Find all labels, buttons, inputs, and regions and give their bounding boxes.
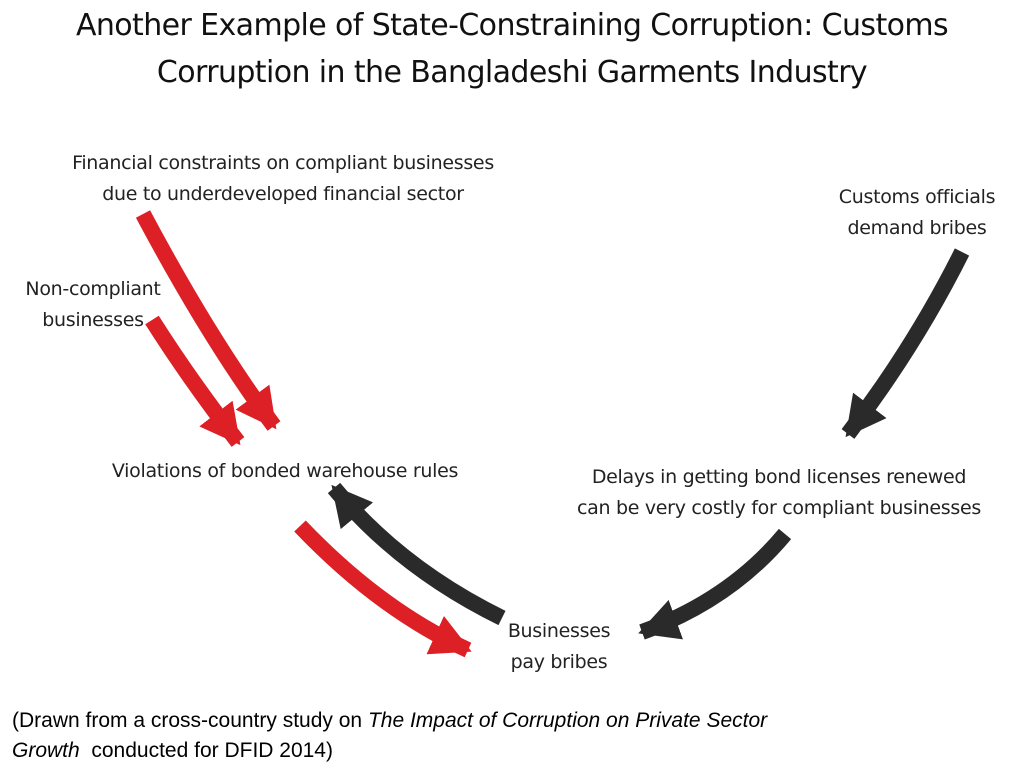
source-note-study-title-1: The Impact of Corruption on Private Sect… — [367, 709, 768, 732]
node-customs-officials: Customs officials demand bribes — [815, 182, 1019, 244]
node-customs-officials-line-2: demand bribes — [847, 217, 987, 239]
slide-title: Another Example of State-Constraining Co… — [0, 2, 1024, 96]
slide-title-line-2: Corruption in the Bangladeshi Garments I… — [156, 55, 868, 90]
arrow-customs-to-delays — [841, 248, 970, 439]
node-pay-bribes: Businesses pay bribes — [486, 616, 632, 678]
node-violations-line-1: Violations of bonded warehouse rules — [111, 460, 459, 482]
node-financial-constraints-line-2: due to underdeveloped financial sector — [102, 183, 464, 205]
node-customs-officials-line-1: Customs officials — [838, 186, 996, 208]
arrow-delays-to-pay-bribes — [638, 528, 792, 640]
slide-title-line-1: Another Example of State-Constraining Co… — [75, 8, 949, 43]
arrow-pay-bribes-to-violations — [327, 482, 506, 626]
node-financial-constraints: Financial constraints on compliant busin… — [40, 148, 526, 210]
node-non-compliant-line-1: Non-compliant — [25, 278, 161, 300]
node-pay-bribes-line-1: Businesses — [507, 620, 611, 642]
source-note-suffix: conducted for DFID 2014) — [91, 739, 333, 762]
node-delays-line-1: Delays in getting bond licenses renewed — [591, 466, 967, 488]
node-financial-constraints-line-1: Financial constraints on compliant busin… — [72, 152, 494, 174]
node-non-compliant-line-2: businesses — [42, 309, 144, 331]
arrow-financial-to-violations — [135, 210, 281, 431]
node-delays-line-2: can be very costly for compliant busines… — [576, 497, 981, 519]
source-note: (Drawn from a cross-country study on The… — [12, 706, 1002, 766]
arrow-noncompliant-to-violations — [145, 315, 245, 447]
node-delays: Delays in getting bond licenses renewed … — [546, 462, 1012, 524]
node-non-compliant-businesses: Non-compliant businesses — [8, 274, 178, 336]
node-violations: Violations of bonded warehouse rules — [80, 456, 490, 487]
arrow-violations-to-pay-bribes — [294, 520, 472, 658]
source-note-study-title-2: Growth — [12, 739, 80, 762]
source-note-prefix: (Drawn from a cross-country study on — [12, 709, 368, 732]
node-pay-bribes-line-2: pay bribes — [510, 651, 608, 673]
